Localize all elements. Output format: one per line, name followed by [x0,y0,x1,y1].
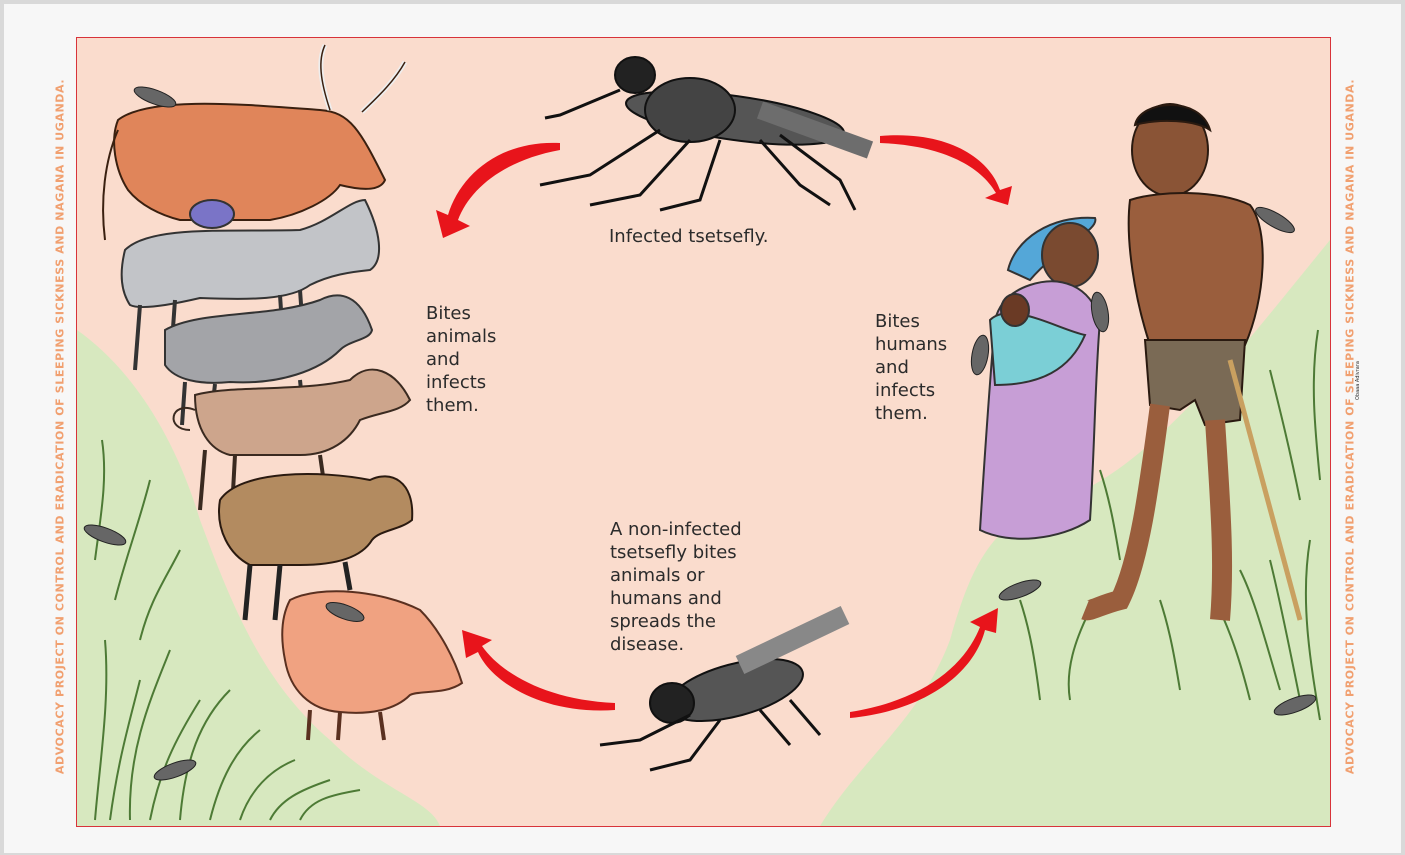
artist-credit: Obaaa Adivrara [1355,361,1361,400]
pig-illustration [282,591,462,740]
label-bites-animals: Bites animals and infects them. [426,302,496,417]
woman-illustration [980,218,1100,539]
side-text-right: ADVOCACY PROJECT ON CONTROL AND ERADICAT… [1344,32,1357,822]
label-non-infected-tsetsefly: A non-infected tsetsefly bites animals o… [610,518,742,656]
arrow-top-right [880,135,1012,205]
side-text-left: ADVOCACY PROJECT ON CONTROL AND ERADICAT… [54,32,67,822]
label-bites-humans: Bites humans and infects them. [875,310,947,425]
arrow-bottom-left [462,630,615,710]
infected-tsetse-fly [540,57,870,210]
arrow-top-left [436,143,560,238]
label-infected-tsetsefly: Infected tsetsefly. [609,225,768,248]
